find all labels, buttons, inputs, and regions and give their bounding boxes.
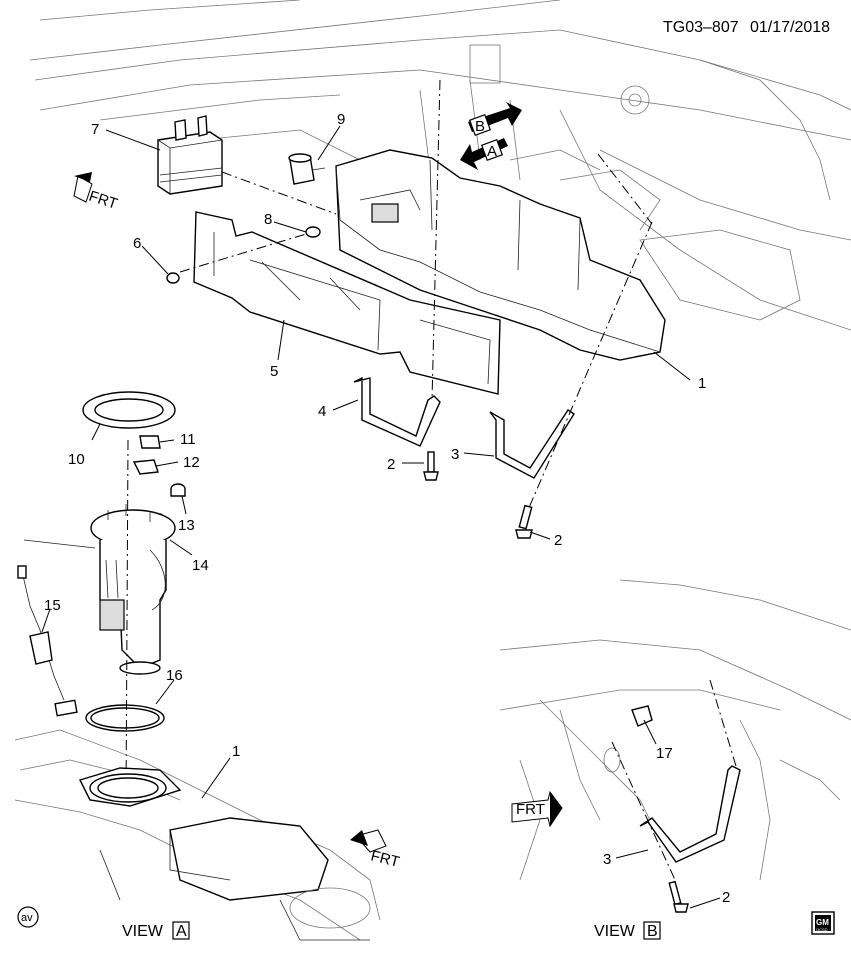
- nut-17: [631, 705, 653, 727]
- callout-5: 5: [270, 363, 278, 380]
- callout-2-view-b: 2: [722, 889, 730, 906]
- bolt-upper-2: [515, 504, 533, 539]
- fuel-pump-module: [90, 504, 176, 675]
- view-a-letter: A: [176, 923, 187, 940]
- gm-logo-sub: OCSD: [816, 927, 828, 932]
- callout-2-upper-b: 2: [554, 532, 562, 549]
- callout-1-lower: 1: [232, 743, 240, 760]
- diagram-code: TG03–807: [663, 19, 739, 36]
- centerline-c: [221, 171, 337, 215]
- seal-ring: [85, 704, 165, 732]
- centerline-view-b-2: [709, 679, 737, 767]
- vehicle-frame-main: [29, 0, 851, 331]
- callout-11: 11: [180, 431, 196, 448]
- fuel-tank-upper: [335, 149, 666, 361]
- callout-12: 12: [183, 454, 200, 471]
- frt-upper-label: FRT: [87, 188, 120, 213]
- fuel-level-sensor: [17, 565, 78, 717]
- heat-shield: [193, 211, 501, 395]
- callout-16: 16: [166, 667, 183, 684]
- connector-11: [139, 435, 161, 449]
- callout-4: 4: [318, 403, 326, 420]
- view-a-label: VIEW A: [122, 921, 190, 940]
- front-indicator-lower: FRT: [350, 829, 401, 871]
- grommet-6: [166, 272, 180, 284]
- view-b-prefix: VIEW: [594, 923, 636, 940]
- callout-15: 15: [44, 597, 61, 614]
- fitting-8: [305, 226, 321, 238]
- callout-6: 6: [133, 235, 141, 252]
- connector-12: [132, 459, 159, 475]
- callout-10: 10: [68, 451, 85, 468]
- leader-lines: [41, 125, 721, 909]
- callout-2-upper-a: 2: [387, 456, 395, 473]
- gm-logo-text: GM: [816, 918, 829, 927]
- av-badge: av: [17, 906, 39, 928]
- front-indicator-view-b: FRT: [511, 790, 563, 828]
- vent-valve: [288, 153, 326, 185]
- callout-3-view-b: 3: [603, 851, 611, 868]
- callout-1-upper: 1: [698, 375, 706, 392]
- view-a-prefix: VIEW: [122, 923, 164, 940]
- centerline-view-b-1: [611, 741, 677, 883]
- callout-3-upper: 3: [451, 446, 459, 463]
- front-indicator-upper: FRT: [73, 172, 120, 213]
- frt-lower-label: FRT: [369, 847, 401, 870]
- strap-3-upper: [489, 409, 575, 479]
- arrow-b-label: B: [475, 118, 485, 135]
- fitting-13: [170, 483, 186, 497]
- centerline-e: [597, 153, 653, 225]
- centerline-a: [431, 79, 441, 401]
- arrow-a-label: A: [487, 143, 497, 160]
- frt-view-b-label: FRT: [516, 801, 545, 818]
- direction-arrow-b: B: [468, 102, 522, 137]
- bolt-view-b: [668, 880, 689, 913]
- gm-logo: GM OCSD: [811, 911, 835, 935]
- centerline-pump: [125, 439, 129, 801]
- centerline-b: [527, 221, 653, 511]
- callout-17: 17: [656, 745, 673, 762]
- wire-leader: [23, 539, 96, 549]
- strap-4: [353, 376, 441, 447]
- callout-9: 9: [337, 111, 345, 128]
- fuel-tank-view-a: [14, 729, 381, 941]
- evap-canister: [157, 115, 223, 195]
- callout-14: 14: [192, 557, 209, 574]
- av-badge-text: av: [21, 912, 33, 924]
- callout-13: 13: [178, 517, 195, 534]
- centerline-d: [179, 233, 307, 273]
- frame-view-b: [499, 579, 851, 881]
- callout-7: 7: [91, 121, 99, 138]
- strap-3-view-b: [639, 765, 741, 863]
- bolt-upper-1: [423, 451, 439, 481]
- view-b-label: VIEW B: [594, 921, 661, 940]
- callout-8: 8: [264, 211, 272, 228]
- view-b-letter: B: [647, 923, 658, 940]
- lock-ring: [82, 391, 176, 429]
- direction-arrow-a: A: [460, 138, 508, 170]
- diagram-date: 01/17/2018: [750, 19, 830, 36]
